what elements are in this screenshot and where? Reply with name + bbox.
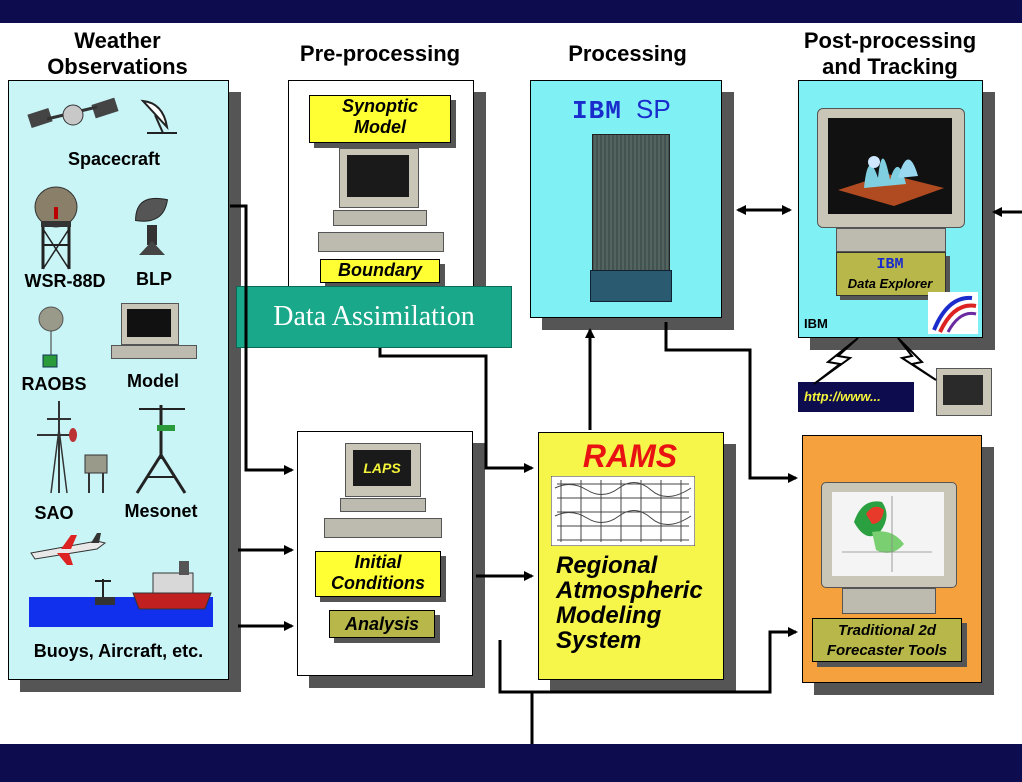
label-buoys: Buoys, Aircraft, etc. <box>33 641 204 661</box>
supercomputer-base <box>590 270 672 302</box>
data-explorer-ibm-logo: IBM <box>876 256 904 273</box>
satellite-dish-icon <box>140 99 177 134</box>
initial-conditions-box: Initial Conditions <box>315 551 441 597</box>
label-blp: BLP <box>136 269 172 289</box>
forecast-map-screen <box>832 492 944 576</box>
ibm-label: IBM <box>804 316 828 331</box>
bottom-band <box>0 744 1022 782</box>
tower-icon <box>37 401 108 494</box>
top-band <box>0 0 1022 23</box>
observations-panel: Spacecraft WSR-88D BLP RAOBS Model <box>8 80 229 680</box>
visualization-base <box>836 228 946 252</box>
label-raobs: RAOBS <box>21 374 87 394</box>
header-preprocessing: Pre-processing <box>299 41 461 66</box>
workstation-screen <box>347 155 409 197</box>
header-weather-observations: Weather Observations <box>47 28 188 79</box>
workstation-keyboard <box>318 232 444 252</box>
computer-keyboard <box>111 345 197 359</box>
globe-icon <box>928 292 978 334</box>
boundary-box: Boundary <box>320 259 440 283</box>
balloon-icon <box>38 306 64 368</box>
header-processing: Processing <box>568 41 687 66</box>
label-model: Model <box>127 371 179 391</box>
header-postprocessing: Post-processing and Tracking <box>803 28 977 79</box>
synoptic-model-box: Synoptic Model <box>309 95 451 143</box>
ship-icon <box>95 561 212 610</box>
spacecraft-icon <box>27 97 119 129</box>
forecaster-tools-box: Traditional 2d Forecaster Tools <box>812 618 962 662</box>
visualization-screen <box>828 118 952 214</box>
label-wsr88d: WSR-88D <box>24 271 106 291</box>
rams-full-name: Regional Atmospheric Modeling System <box>556 552 703 654</box>
radar-dish-icon <box>135 197 169 255</box>
analysis-box: Analysis <box>329 610 435 638</box>
aircraft-icon <box>30 533 107 565</box>
computer-screen <box>127 309 171 337</box>
label-spacecraft: Spacecraft <box>67 149 161 169</box>
data-assimilation-box: Data Assimilation <box>236 286 512 348</box>
rams-title: RAMS <box>582 438 678 474</box>
rams-panel <box>538 432 724 680</box>
ibm-logo: IBM <box>572 96 622 126</box>
sp-label: SP <box>636 94 671 124</box>
data-explorer-label: Data Explorer <box>847 276 933 291</box>
small-monitor-screen <box>943 375 983 405</box>
radar-icon <box>34 186 78 270</box>
laps-base <box>340 498 426 512</box>
mesonet-icon <box>135 405 187 494</box>
supercomputer-icon <box>592 134 670 278</box>
forecaster-base <box>842 588 936 614</box>
url-box: http://www... <box>798 382 914 412</box>
laps-screen: LAPS <box>353 450 411 486</box>
workstation-base <box>333 210 427 226</box>
label-sao: SAO <box>34 503 74 523</box>
label-mesonet: Mesonet <box>124 501 198 521</box>
laps-keyboard <box>324 518 442 538</box>
grid-icon <box>551 476 695 546</box>
data-explorer-box <box>836 252 946 296</box>
